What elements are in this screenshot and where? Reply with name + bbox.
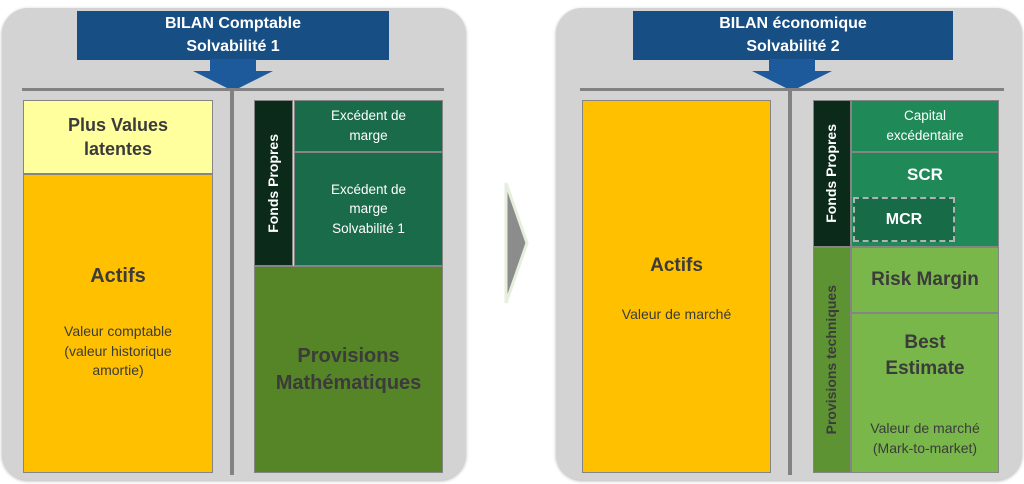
best-estimate-subtitle: Valeur de marché (Mark-to-market) <box>870 420 980 456</box>
best-estimate-block: Best Estimate Valeur de marché (Mark-to-… <box>851 313 999 473</box>
solvency2-header: BILAN économique Solvabilité 2 <box>633 11 953 60</box>
capital-excedentaire-block: Capital excédentaire <box>851 100 999 152</box>
actifs-subtitle: Valeur comptable (valeur historique amor… <box>64 323 172 379</box>
actifs-subtitle: Valeur de marché <box>621 305 732 322</box>
transform-arrow-icon <box>504 182 529 304</box>
best-estimate-title: Best Estimate <box>885 332 965 379</box>
arrow-stem <box>769 59 815 71</box>
assets-liabilities-divider <box>230 88 234 475</box>
actifs-block-comptable: Actifs Valeur comptable (valeur historiq… <box>23 174 213 473</box>
excedent-marge-block: Excédent de marge <box>294 100 443 152</box>
arrow-head <box>193 71 273 91</box>
arrow-head <box>752 71 832 91</box>
actifs-block-economique: Actifs Valeur de marché <box>582 100 771 473</box>
scr-label: SCR <box>907 165 943 184</box>
solvency2-down-arrow-icon <box>752 59 832 91</box>
fonds-propres-label: Fonds Propres <box>264 133 281 233</box>
plus-values-latentes-block: Plus Values latentes <box>23 100 213 174</box>
fonds-propres-sidebar: Fonds Propres <box>813 100 851 247</box>
excedent-marge-solvabilite1-block: Excédent de marge Solvabilité 1 <box>294 152 443 266</box>
fonds-propres-label: Fonds Propres <box>823 124 840 223</box>
provisions-techniques-label: Provisions techniques <box>823 285 840 435</box>
provisions-techniques-sidebar: Provisions techniques <box>813 247 851 473</box>
arrow-stem <box>210 59 256 71</box>
solvency1-down-arrow-icon <box>193 59 273 91</box>
assets-liabilities-divider <box>788 88 792 475</box>
actifs-title: Actifs <box>90 265 146 287</box>
solvency1-header: BILAN Comptable Solvabilité 1 <box>77 11 389 60</box>
scr-block: SCR MCR <box>851 152 999 247</box>
provisions-mathematiques-block: Provisions Mathématiques <box>254 266 443 473</box>
actifs-title: Actifs <box>650 255 703 276</box>
solvency2-panel: BILAN économique Solvabilité 2 Actifs Va… <box>556 8 1022 480</box>
balance-sheet-top-line <box>580 88 1004 91</box>
risk-margin-block: Risk Margin <box>851 247 999 313</box>
fonds-propres-sidebar: Fonds Propres <box>254 100 293 266</box>
mcr-block: MCR <box>853 197 955 242</box>
solvency1-panel: BILAN Comptable Solvabilité 1 Plus Value… <box>2 8 466 480</box>
